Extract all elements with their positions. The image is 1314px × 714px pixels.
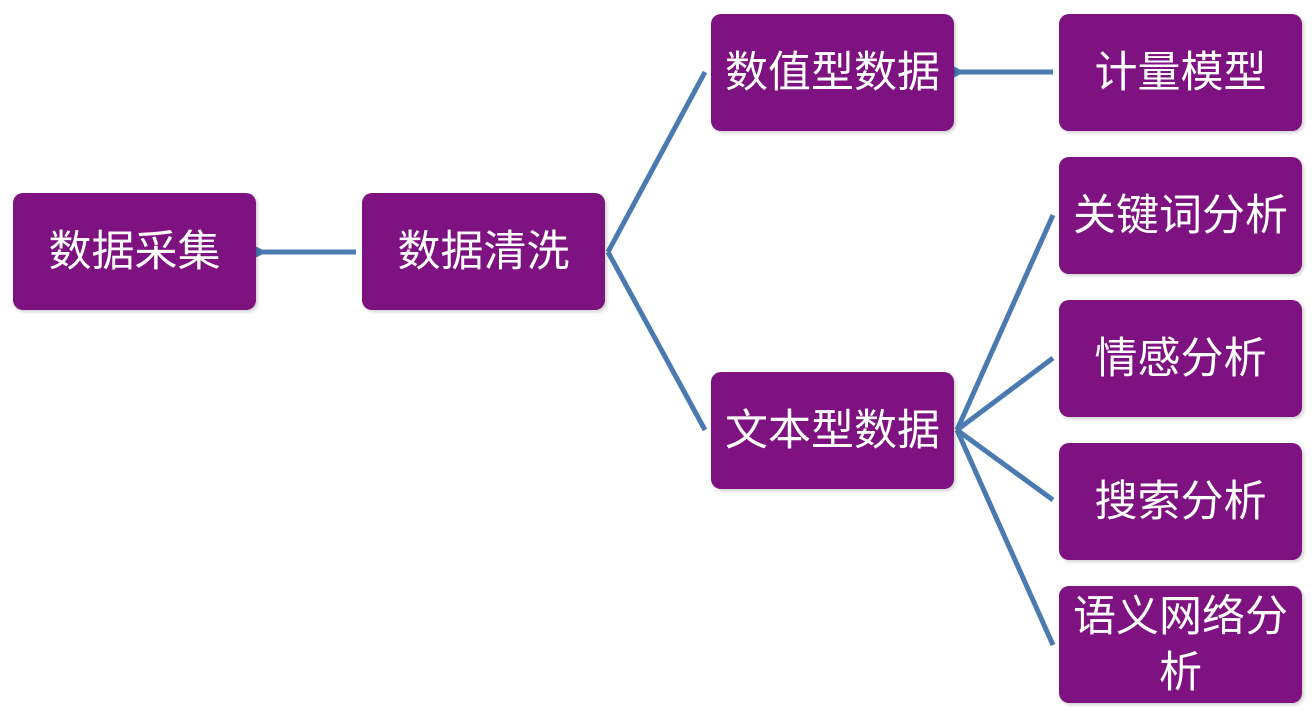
node-data-cleaning: 数据清洗 bbox=[362, 193, 605, 310]
node-keyword-analysis: 关键词分析 bbox=[1059, 157, 1302, 274]
node-search-analysis: 搜索分析 bbox=[1059, 443, 1302, 560]
connector-text-semantic bbox=[954, 428, 1056, 647]
node-semantic-network-analysis: 语义网络分析 bbox=[1059, 586, 1302, 703]
connector-clean-numeric bbox=[605, 70, 708, 254]
node-sentiment-analysis: 情感分析 bbox=[1059, 300, 1302, 417]
node-numeric-data: 数值型数据 bbox=[711, 14, 954, 131]
node-econometric-model: 计量模型 bbox=[1059, 14, 1302, 131]
connector-text-keyword bbox=[954, 213, 1056, 432]
connector-text-sentiment bbox=[955, 356, 1055, 432]
connector-text-search bbox=[955, 427, 1055, 503]
node-data-collection: 数据采集 bbox=[13, 193, 256, 310]
node-text-data: 文本型数据 bbox=[711, 372, 954, 489]
connector-clean-text bbox=[605, 250, 708, 432]
